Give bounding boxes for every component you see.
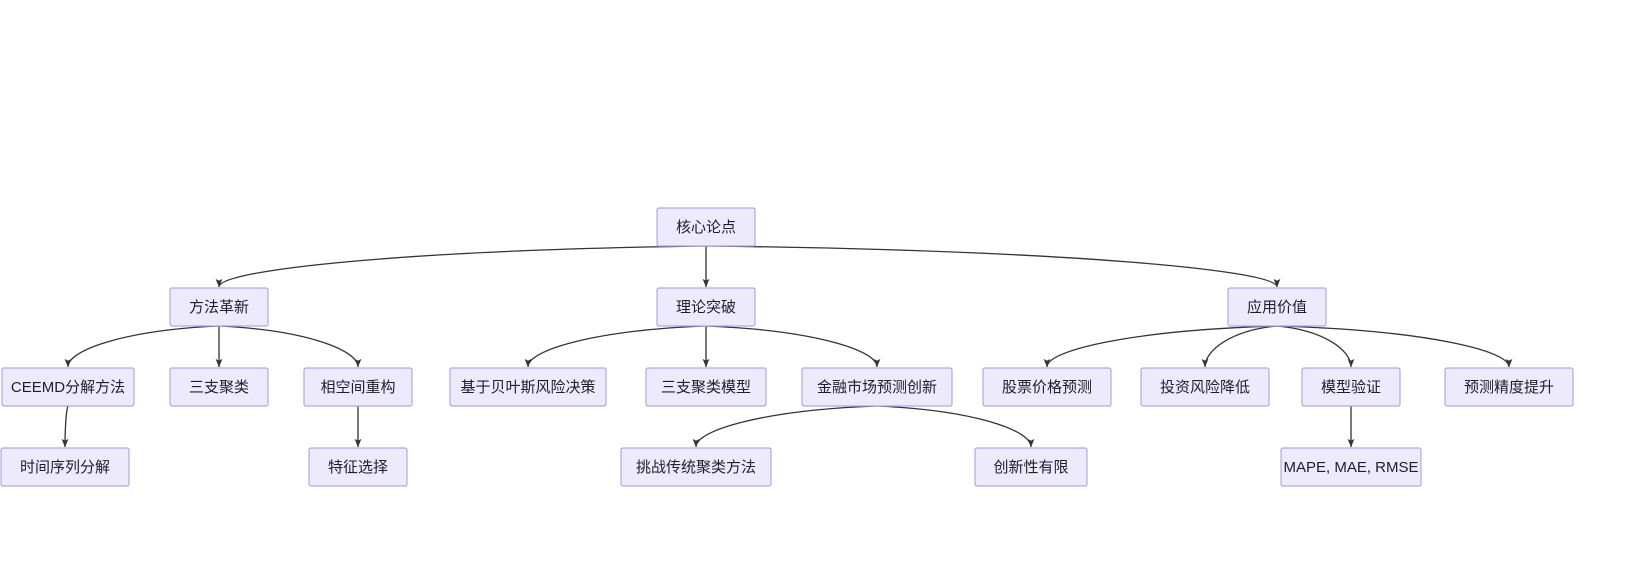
node-box[interactable]	[656, 207, 756, 247]
node-label: 投资风险降低	[1160, 379, 1250, 396]
node-label: 理论突破	[676, 299, 736, 316]
node-n16[interactable]: 挑战传统聚类方法	[620, 447, 772, 487]
edge-layer	[61, 245, 1513, 448]
node-box[interactable]	[1227, 287, 1327, 327]
node-label: MAPE, MAE, RMSE	[1283, 459, 1418, 476]
node-n3[interactable]: 应用价值	[1227, 287, 1327, 327]
edge-n9-to-n17	[876, 405, 1035, 448]
node-box[interactable]	[656, 287, 756, 327]
node-n10[interactable]: 股票价格预测	[982, 367, 1112, 407]
node-box[interactable]	[308, 447, 408, 487]
node-n5[interactable]: 三支聚类	[169, 367, 269, 407]
node-n6[interactable]: 相空间重构	[303, 367, 413, 407]
node-box[interactable]	[1444, 367, 1574, 407]
node-n0[interactable]: 核心论点	[656, 207, 756, 247]
node-label: 股票价格预测	[1002, 379, 1092, 396]
node-n13[interactable]: 预测精度提升	[1444, 367, 1574, 407]
node-box[interactable]	[974, 447, 1088, 487]
node-n17[interactable]: 创新性有限	[974, 447, 1088, 487]
node-n14[interactable]: 时间序列分解	[0, 447, 130, 487]
node-label: 核心论点	[676, 219, 736, 236]
node-n15[interactable]: 特征选择	[308, 447, 408, 487]
node-label: 模型验证	[1321, 379, 1381, 396]
node-n9[interactable]: 金融市场预测创新	[801, 367, 953, 407]
node-box[interactable]	[1301, 367, 1401, 407]
node-box[interactable]	[449, 367, 607, 407]
node-box[interactable]	[169, 287, 269, 327]
node-label: 应用价值	[1247, 298, 1307, 316]
node-box[interactable]	[1, 367, 135, 407]
node-label: 创新性有限	[993, 459, 1068, 476]
node-box[interactable]	[1140, 367, 1270, 407]
edge-n9-to-n16	[692, 405, 878, 448]
edge-n3-to-n10	[1043, 325, 1278, 368]
node-label: 预测精度提升	[1464, 379, 1554, 396]
node-box[interactable]	[303, 367, 413, 407]
node-box[interactable]	[982, 367, 1112, 407]
node-n18[interactable]: MAPE, MAE, RMSE	[1280, 447, 1422, 487]
edge-n3-to-n11	[1201, 325, 1278, 368]
edge-n0-to-n1	[215, 245, 707, 288]
node-box[interactable]	[1280, 447, 1422, 487]
edge-n1-to-n6	[218, 325, 362, 368]
node-label: 时间序列分解	[20, 459, 110, 476]
node-n7[interactable]: 基于贝叶斯风险决策	[449, 367, 607, 407]
node-box[interactable]	[801, 367, 953, 407]
edge-n1-to-n4	[64, 325, 220, 368]
node-n1[interactable]: 方法革新	[169, 287, 269, 327]
node-label: 挑战传统聚类方法	[636, 459, 756, 476]
edge-n3-to-n12	[1276, 325, 1355, 368]
node-label: 特征选择	[328, 459, 388, 476]
node-n11[interactable]: 投资风险降低	[1140, 367, 1270, 407]
edge-n0-to-n3	[705, 245, 1281, 288]
node-box[interactable]	[0, 447, 130, 487]
node-label: CEEMD分解方法	[11, 379, 125, 396]
node-label: 三支聚类	[189, 379, 249, 396]
node-n8[interactable]: 三支聚类模型	[645, 367, 767, 407]
node-label: 相空间重构	[320, 379, 395, 396]
edge-n2-to-n9	[705, 325, 881, 368]
node-label: 金融市场预测创新	[817, 379, 937, 396]
edge-n2-to-n7	[524, 325, 707, 368]
edge-n4-to-n14	[61, 405, 69, 448]
edge-n3-to-n13	[1276, 325, 1513, 368]
node-n4[interactable]: CEEMD分解方法	[1, 367, 135, 407]
node-box[interactable]	[645, 367, 767, 407]
node-label: 方法革新	[189, 299, 249, 316]
node-label: 基于贝叶斯风险决策	[460, 379, 595, 396]
node-label: 三支聚类模型	[661, 379, 751, 396]
node-box[interactable]	[169, 367, 269, 407]
node-box[interactable]	[620, 447, 772, 487]
node-n12[interactable]: 模型验证	[1301, 367, 1401, 407]
node-n2[interactable]: 理论突破	[656, 287, 756, 327]
